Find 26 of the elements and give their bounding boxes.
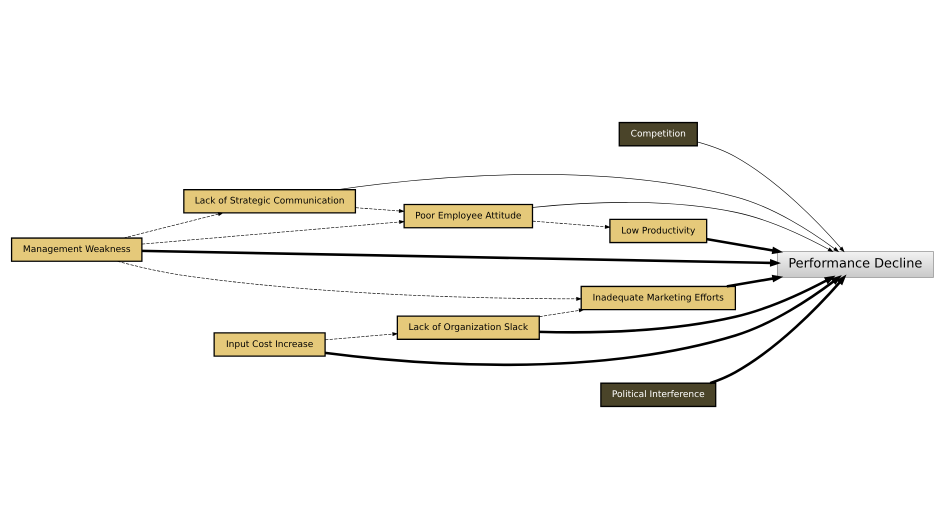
arrow <box>337 174 840 252</box>
arrow <box>706 237 784 254</box>
arrow <box>539 308 585 316</box>
node-box: Lack of Strategic Communication <box>183 188 356 214</box>
arrow <box>142 249 781 266</box>
arrow <box>697 141 845 252</box>
arrow <box>324 332 398 340</box>
node-box: Input Cost Increase <box>214 332 326 356</box>
arrow <box>532 220 611 228</box>
arrow <box>142 219 405 244</box>
arrow <box>710 274 846 384</box>
node-box: Lack of Organization Slack <box>396 314 540 340</box>
arrow <box>726 274 784 288</box>
node-box: Inadequate Marketing Efforts <box>580 285 736 310</box>
node-box: Low Productivity <box>609 218 708 243</box>
node-box: Political Interference <box>600 382 716 407</box>
arrow <box>355 206 405 212</box>
arrow <box>123 212 224 238</box>
node-box: Poor Employee Attitude <box>403 203 534 228</box>
node-box: Performance Decline <box>776 250 934 278</box>
arrow <box>539 275 836 334</box>
arrow <box>324 274 842 366</box>
arrow <box>117 260 582 300</box>
node-box: Competition <box>618 121 698 146</box>
arrow <box>532 202 834 252</box>
node-box: Management Weakness <box>10 236 143 262</box>
